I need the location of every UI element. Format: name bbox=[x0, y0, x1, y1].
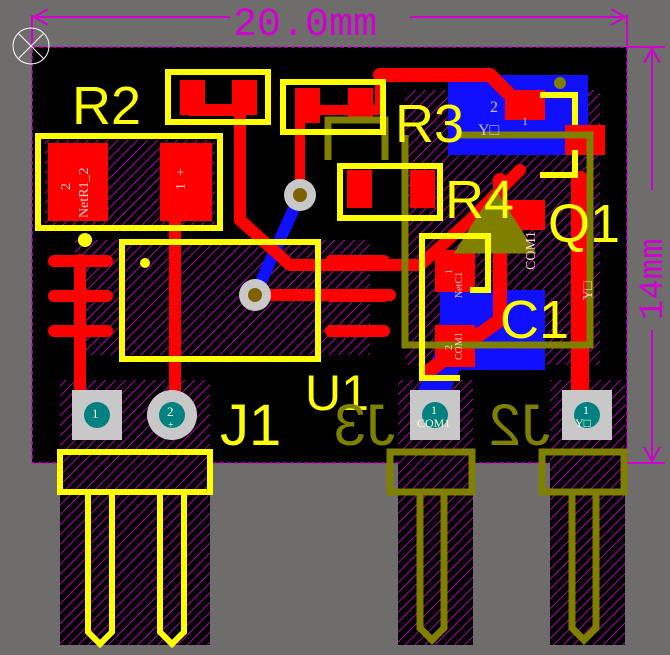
designator-r2: R2 bbox=[72, 76, 141, 136]
vias bbox=[239, 179, 316, 311]
c1-pad1-net: NetC1 bbox=[454, 272, 465, 298]
j1-pad2-number: 2 bbox=[167, 404, 174, 419]
j1-pad1-number: 1 bbox=[92, 406, 99, 421]
designator-u1: U1 bbox=[305, 365, 369, 421]
r1-pad2-net: NetR1_2 bbox=[77, 167, 92, 218]
dimension-height-label: 14mm bbox=[635, 238, 670, 320]
designator-c1: C1 bbox=[500, 290, 569, 350]
dimension-height bbox=[627, 46, 665, 464]
q1-pad-net: COM1 bbox=[524, 231, 539, 270]
pin1-marker-r1 bbox=[78, 233, 92, 247]
c1-pad1-number: 1 bbox=[444, 269, 455, 274]
c1-pad2-number: 2 bbox=[444, 345, 455, 350]
j1-pad2-net: + bbox=[168, 420, 174, 431]
q-bottom-pad-net: Y□ bbox=[478, 122, 500, 139]
origin-marker-icon bbox=[12, 27, 50, 65]
dimension-width bbox=[31, 8, 628, 47]
q-bottom-pad1-number: 1 bbox=[522, 114, 528, 128]
j3-pad1-number: 1 bbox=[431, 403, 437, 417]
j3-pad1-net: COM1 bbox=[417, 416, 450, 430]
r1-pad2-number: 2 bbox=[59, 183, 74, 190]
connector-pads bbox=[72, 390, 612, 440]
q1-y-net: Y□ bbox=[581, 281, 596, 300]
pin1-marker-q1 bbox=[554, 77, 566, 89]
dimension-width-label: 20.0mm bbox=[233, 3, 377, 48]
r1-pad1-net: + bbox=[174, 168, 189, 176]
designator-j1: J1 bbox=[220, 393, 281, 458]
c1-pad2-net: COM1 bbox=[454, 332, 465, 360]
designator-j3: J3 bbox=[334, 393, 395, 458]
r1-pad1-number: 1 bbox=[174, 183, 189, 190]
pin1-marker-u1 bbox=[140, 258, 150, 268]
designator-r4: R4 bbox=[445, 170, 514, 230]
top-overlay bbox=[35, 69, 578, 649]
designator-r3: R3 bbox=[395, 94, 464, 154]
j2-pad1-net: Y□ bbox=[575, 416, 591, 430]
designator-q1: Q1 bbox=[548, 194, 620, 254]
designator-j2: J2 bbox=[489, 393, 550, 458]
top-copper-pads bbox=[48, 80, 605, 367]
j2-pad1-number: 1 bbox=[583, 403, 589, 417]
q-bottom-pad2-number: 2 bbox=[490, 99, 498, 116]
